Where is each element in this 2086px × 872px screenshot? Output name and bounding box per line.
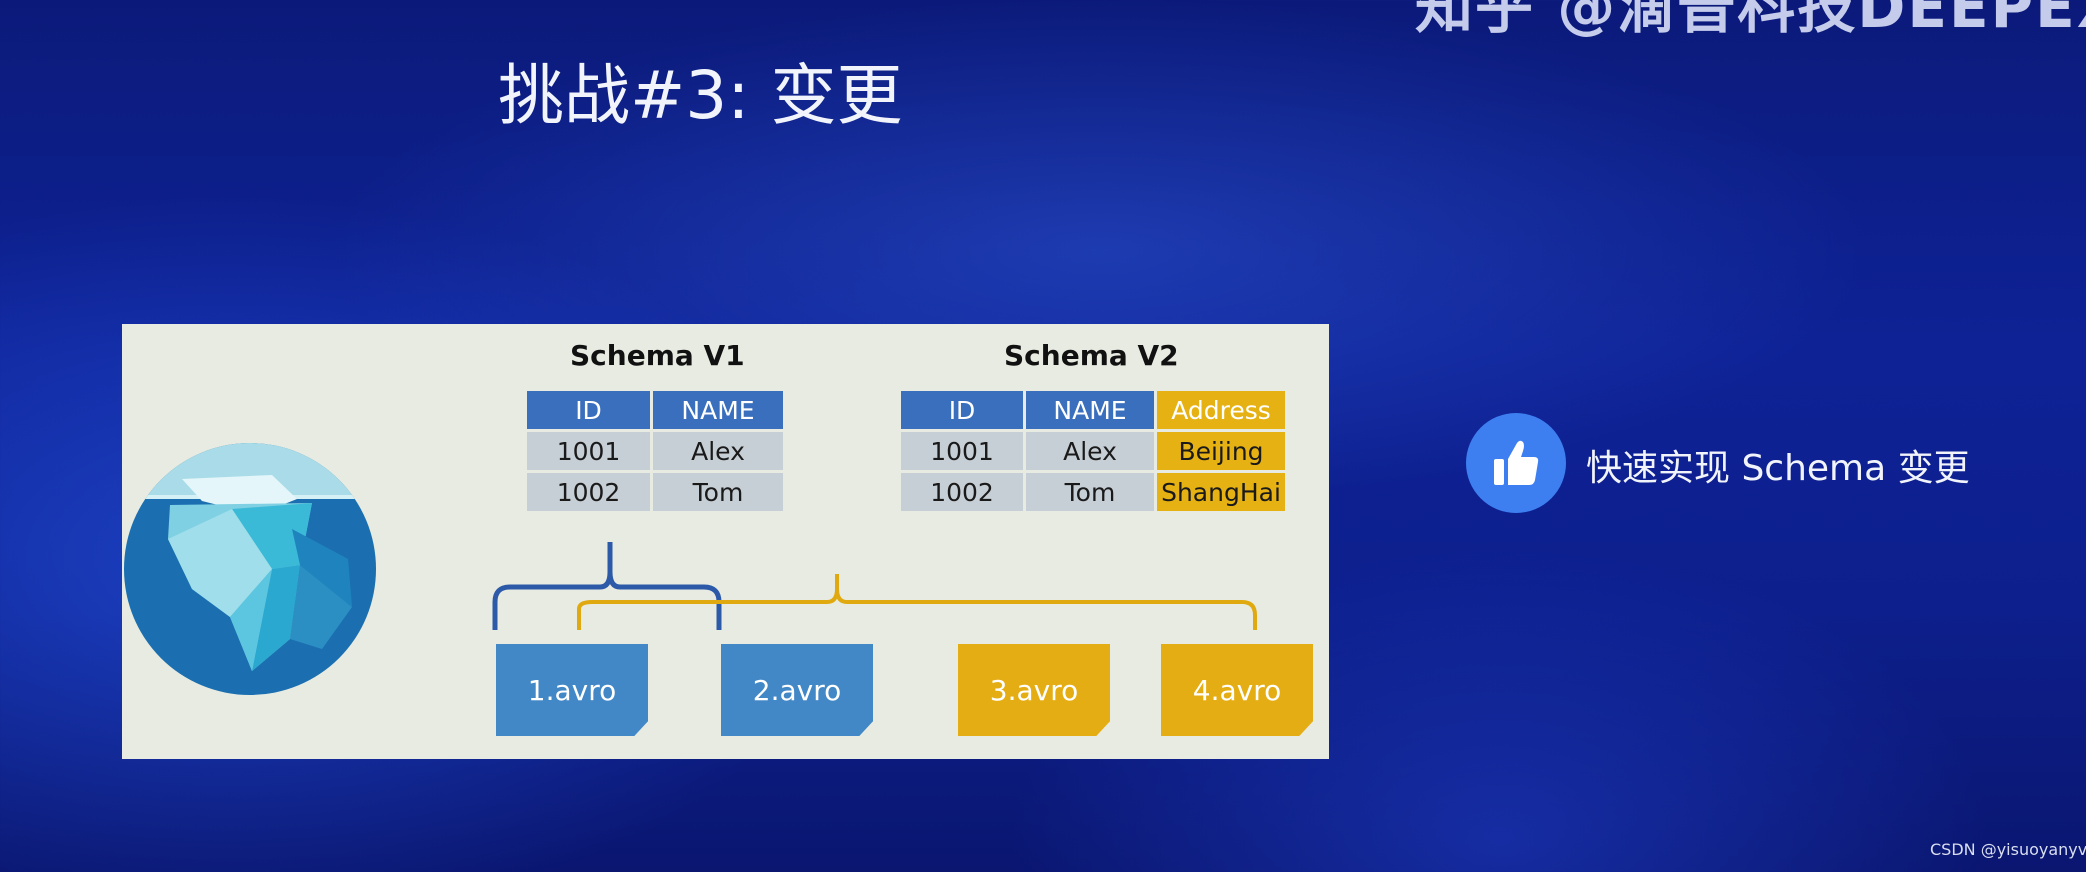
cell-id: 1002 — [901, 473, 1023, 511]
table-header-row: ID NAME Address — [901, 391, 1285, 429]
cell-name: Tom — [653, 473, 783, 511]
schema-brackets — [492, 542, 1257, 630]
side-note: 快速实现 Schema 变更 — [1466, 413, 2086, 513]
cell-name: Alex — [1026, 432, 1154, 470]
file-4-avro: 4.avro — [1161, 644, 1313, 736]
header-name: NAME — [653, 391, 783, 429]
cell-name: Tom — [1026, 473, 1154, 511]
cell-name: Alex — [653, 432, 783, 470]
header-address: Address — [1157, 391, 1285, 429]
credit-watermark: CSDN @yisuoyanyv — [1930, 840, 2086, 859]
table-header-row: ID NAME — [527, 391, 783, 429]
file-2-avro: 2.avro — [721, 644, 873, 736]
header-id: ID — [527, 391, 650, 429]
thumb-circle — [1466, 413, 1566, 513]
iceberg-logo-icon — [124, 443, 376, 695]
schema-v1-label: Schema V1 — [570, 339, 745, 372]
header-name: NAME — [1026, 391, 1154, 429]
cell-id: 1002 — [527, 473, 650, 511]
schema-diagram: Schema V1 ID NAME 1001 Alex 1002 Tom Sch… — [122, 324, 1329, 759]
schema-v2-bracket — [577, 574, 1257, 630]
slide-title: 挑战#3: 变更 — [498, 57, 903, 134]
schema-v1-table: ID NAME 1001 Alex 1002 Tom — [524, 388, 786, 514]
schema-v2-table: ID NAME Address 1001 Alex Beijing 1002 T… — [898, 388, 1288, 514]
table-row: 1001 Alex — [527, 432, 783, 470]
note-text: 快速实现 Schema 变更 — [1586, 448, 1970, 489]
file-3-avro: 3.avro — [958, 644, 1110, 736]
thumbs-up-icon — [1494, 440, 1539, 485]
schema-v1-bracket — [492, 542, 722, 630]
table-row: 1001 Alex Beijing — [901, 432, 1285, 470]
cell-address: Beijing — [1157, 432, 1285, 470]
cell-id: 1001 — [901, 432, 1023, 470]
table-row: 1002 Tom — [527, 473, 783, 511]
table-row: 1002 Tom ShangHai — [901, 473, 1285, 511]
schema-v2-label: Schema V2 — [1004, 339, 1179, 372]
watermark-top: 知乎 @滴普科技DEEPEXI — [1415, 0, 2086, 41]
cell-id: 1001 — [527, 432, 650, 470]
header-id: ID — [901, 391, 1023, 429]
file-1-avro: 1.avro — [496, 644, 648, 736]
cell-address: ShangHai — [1157, 473, 1285, 511]
